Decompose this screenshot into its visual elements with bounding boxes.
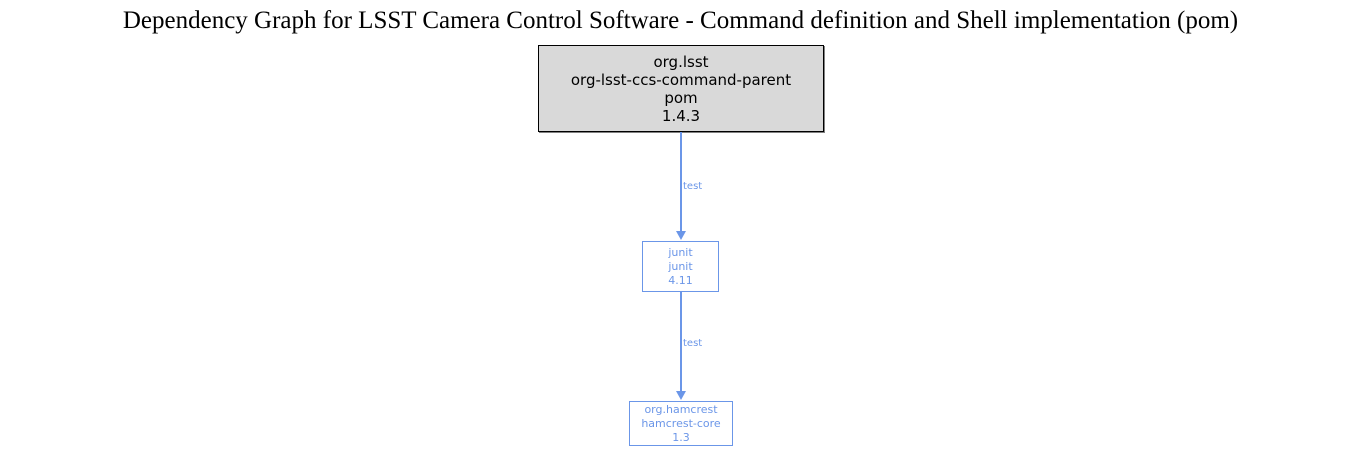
node-junit-group-id: junit	[668, 245, 693, 259]
node-hamcrest-group-id: org.hamcrest	[644, 402, 718, 416]
node-root-packaging: pom	[664, 88, 698, 107]
node-hamcrest-version: 1.3	[672, 430, 690, 444]
node-root-artifact[interactable]: org.lsst org-lsst-ccs-command-parent pom…	[538, 45, 824, 132]
node-dependency-hamcrest-core[interactable]: org.hamcrest hamcrest-core 1.3	[629, 401, 733, 446]
edge-junit-to-hamcrest-label: test	[683, 338, 703, 349]
node-root-artifact-id: org-lsst-ccs-command-parent	[570, 70, 792, 89]
edge-root-to-junit-label: test	[683, 181, 703, 192]
edge-root-to-junit-line	[680, 132, 682, 232]
node-hamcrest-artifact-id: hamcrest-core	[641, 416, 721, 430]
node-root-version: 1.4.3	[661, 106, 701, 125]
node-junit-artifact-id: junit	[668, 259, 693, 273]
edge-root-to-junit-arrow-icon	[676, 231, 686, 240]
page-title: Dependency Graph for LSST Camera Control…	[122, 7, 1239, 34]
edge-junit-to-hamcrest-line	[680, 292, 682, 392]
edge-junit-to-hamcrest-arrow-icon	[676, 391, 686, 400]
node-junit-version: 4.11	[668, 273, 693, 287]
node-root-group-id: org.lsst	[653, 52, 709, 71]
node-dependency-junit[interactable]: junit junit 4.11	[642, 241, 719, 292]
